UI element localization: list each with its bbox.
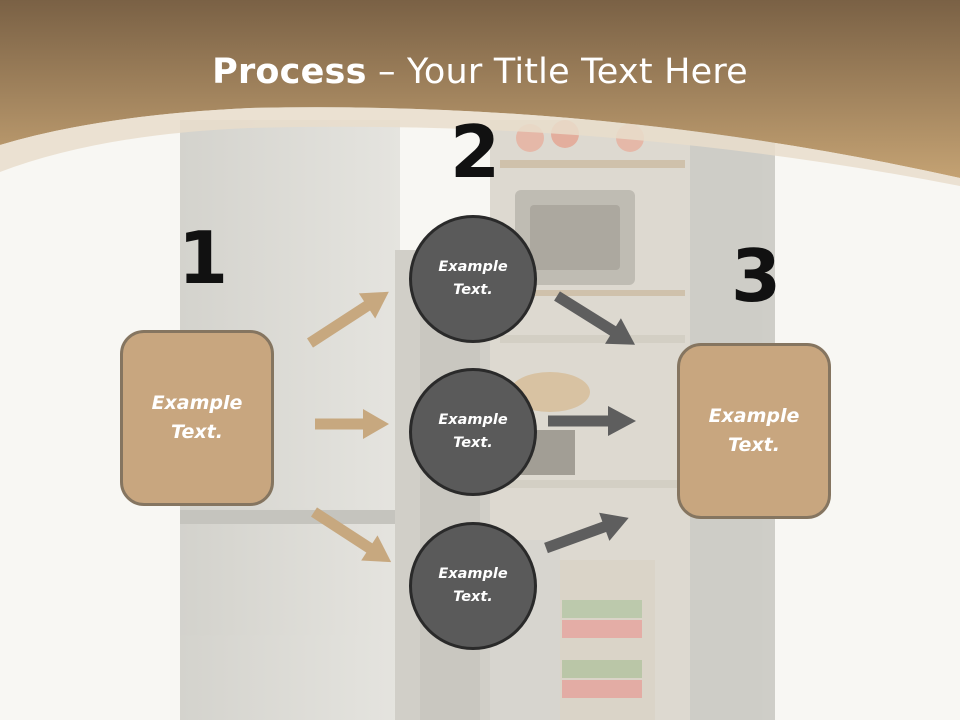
header-curve-highlight xyxy=(0,107,960,186)
circle-top-text: Example Text. xyxy=(438,259,508,298)
arrows-tan xyxy=(307,291,392,563)
circle-bottom-text: Example Text. xyxy=(438,566,508,605)
step-3-text: Example Text. xyxy=(708,405,800,456)
step-1-box: Example Text. xyxy=(120,330,274,506)
step-number-1: 1 xyxy=(178,216,229,300)
step-3-box: Example Text. xyxy=(677,343,831,519)
arrows-gray xyxy=(544,291,636,554)
title-rest: – Your Title Text Here xyxy=(366,52,748,92)
step-2-circle-middle: Example Text. xyxy=(409,368,537,496)
step-number-2: 2 xyxy=(450,110,501,194)
slide-title: Process – Your Title Text Here xyxy=(0,52,960,92)
step-number-3: 3 xyxy=(731,234,782,318)
step-2-circle-bottom: Example Text. xyxy=(409,522,537,650)
step-1-text: Example Text. xyxy=(151,392,243,443)
header-band xyxy=(0,0,960,178)
circle-middle-text: Example Text. xyxy=(438,412,508,451)
title-bold: Process xyxy=(212,52,367,92)
step-2-circle-top: Example Text. xyxy=(409,215,537,343)
